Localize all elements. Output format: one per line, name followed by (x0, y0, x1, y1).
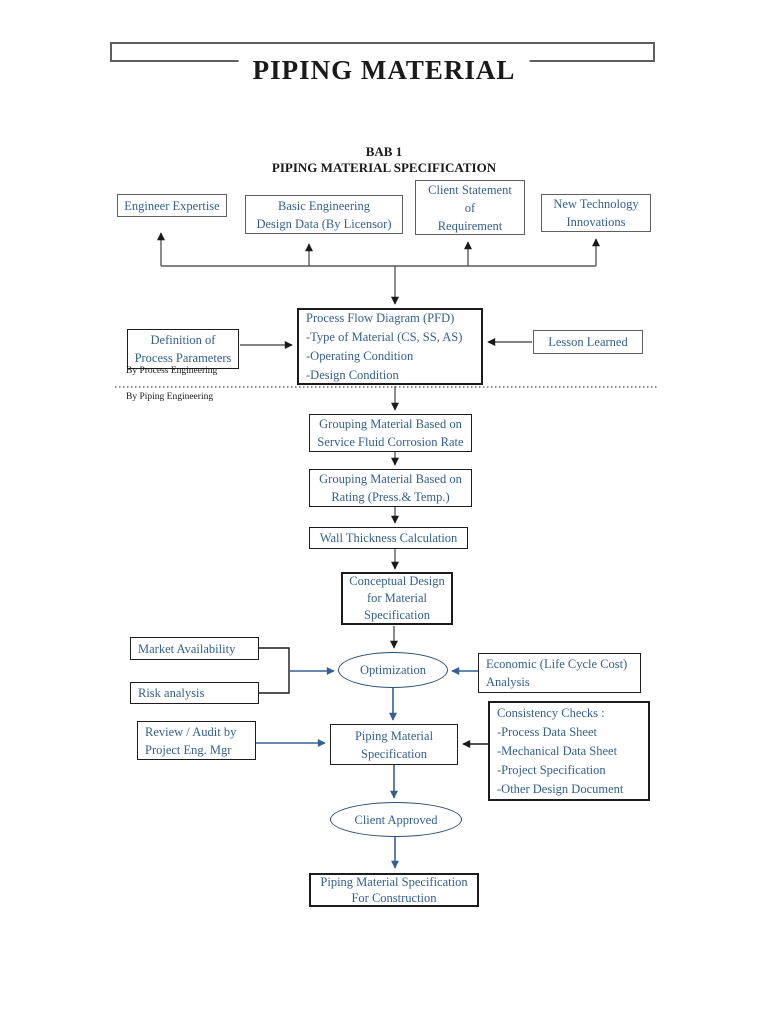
label-line: -Type of Material (CS, SS, AS) (306, 329, 463, 344)
chapter-heading: BAB 1 PIPING MATERIAL SPECIFICATION (0, 144, 768, 176)
label-line: Consistency Checks : (497, 705, 605, 720)
label-line: Wall Thickness Calculation (319, 531, 458, 545)
node-economic-analysis: Economic (Life Cycle Cost) Analysis (478, 653, 641, 693)
label-line: Definition of (150, 333, 216, 347)
label-line: -Mechanical Data Sheet (497, 743, 618, 758)
label-line: Grouping Material Based on (319, 417, 462, 431)
label-line: Risk analysis (138, 686, 205, 700)
label-line: Design Data (By Licensor) (256, 216, 392, 231)
chapter-heading-line1: BAB 1 (365, 144, 403, 159)
label-line: -Process Data Sheet (497, 724, 597, 739)
label-line: Piping Material (354, 728, 434, 743)
label-line: Specification (361, 746, 427, 761)
label-line: of (464, 200, 476, 215)
label-line: Piping Material Specification (320, 875, 468, 889)
node-engineer-expertise: Engineer Expertise (117, 194, 227, 217)
node-wall-thickness: Wall Thickness Calculation (309, 527, 468, 549)
label-line: -Design Condition (306, 367, 399, 382)
lane-label-piping-engineering: By Piping Engineering (126, 392, 214, 402)
lane-label-process-engineering: By Process Engineering (126, 366, 218, 376)
node-market-availability: Market Availability (130, 637, 259, 660)
label-line: Conceptual Design (349, 574, 445, 588)
node-definition-process-parameters: Definition of Process Parameters (127, 329, 239, 369)
label-line: Engineer Expertise (124, 198, 220, 213)
chapter-heading-line2: PIPING MATERIAL SPECIFICATION (271, 160, 497, 175)
label-line: Project Eng. Mgr (145, 742, 232, 757)
label-line: Process Flow Diagram (PFD) (306, 310, 455, 325)
page-title: PIPING MATERIAL (238, 55, 530, 86)
label-line: Optimization (360, 663, 426, 677)
node-optimization: Optimization (338, 652, 448, 688)
node-lesson-learned: Lesson Learned (533, 330, 643, 354)
label-line: Economic (Life Cycle Cost) (486, 657, 628, 671)
label-line: Requirement (437, 218, 503, 233)
label-line: -Project Specification (497, 762, 606, 777)
label-line: Review / Audit by (145, 724, 237, 739)
node-process-flow-diagram: Process Flow Diagram (PFD) -Type of Mater… (297, 308, 483, 385)
label-line: Client Statement (428, 182, 512, 197)
label-line: For Construction (351, 891, 437, 905)
label-line: Process Parameters (134, 351, 232, 365)
label-line: Service Fluid Corrosion Rate (317, 435, 464, 449)
node-grouping-corrosion: Grouping Material Based on Service Fluid … (309, 414, 472, 452)
label-line: Innovations (566, 215, 626, 229)
node-review-audit: Review / Audit by Project Eng. Mgr (137, 721, 256, 760)
label-line: -Other Design Document (497, 781, 624, 796)
label-line: Basic Engineering (278, 198, 370, 213)
label-line: Client Approved (354, 812, 438, 827)
node-grouping-rating: Grouping Material Based on Rating (Press.… (309, 469, 472, 507)
market-risk-connector (259, 647, 290, 694)
label-line: New Technology (553, 197, 639, 211)
label-line: Rating (Press.& Temp.) (331, 490, 450, 504)
node-consistency-checks: Consistency Checks : -Process Data Sheet -… (488, 701, 650, 801)
node-client-approved: Client Approved (330, 802, 462, 837)
label-line: Analysis (486, 675, 530, 689)
node-risk-analysis: Risk analysis (130, 682, 259, 704)
label-line: -Operating Condition (306, 348, 414, 363)
label-line: Lesson Learned (548, 335, 628, 349)
label-line: for Material (366, 591, 428, 605)
label-line: Market Availability (138, 641, 236, 656)
label-line: Specification (364, 608, 430, 622)
label-line: Grouping Material Based on (319, 472, 462, 486)
